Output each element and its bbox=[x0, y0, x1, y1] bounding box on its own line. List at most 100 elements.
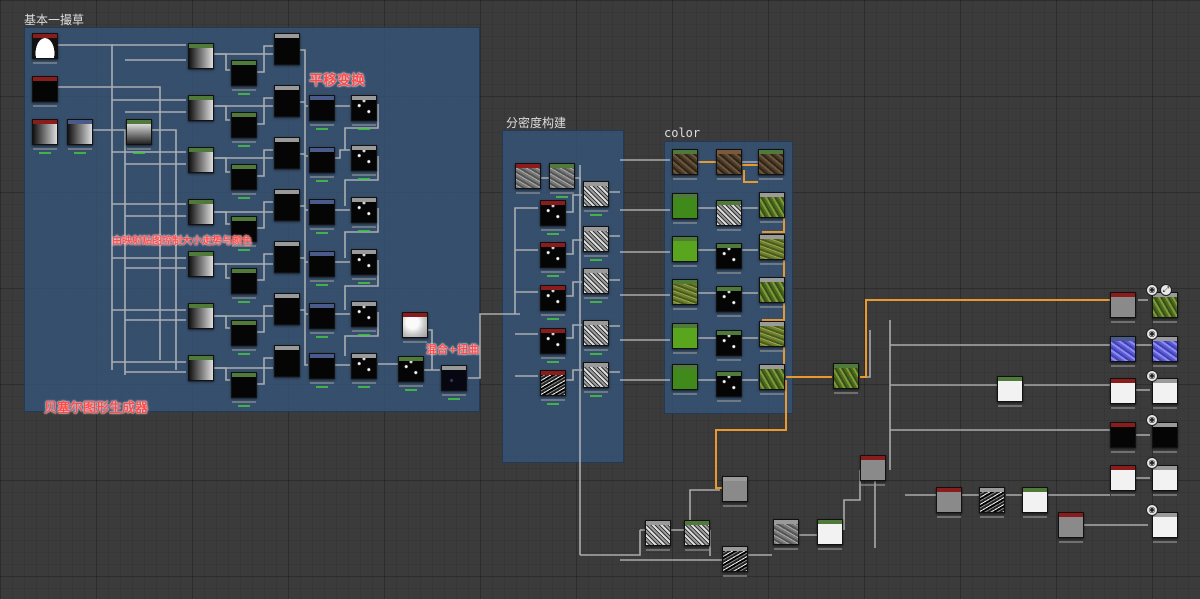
node-blade-shape[interactable] bbox=[231, 60, 257, 95]
node-roughness-source[interactable] bbox=[1110, 378, 1136, 409]
node-blade-shape[interactable] bbox=[231, 112, 257, 147]
node-output-input[interactable] bbox=[1110, 292, 1136, 323]
node-color-blend[interactable] bbox=[759, 192, 785, 223]
node-transform[interactable] bbox=[309, 95, 335, 130]
node-transform[interactable] bbox=[309, 353, 335, 388]
node-color-grass[interactable] bbox=[672, 323, 698, 354]
node-density-blend[interactable] bbox=[583, 268, 609, 303]
node-blend[interactable] bbox=[351, 95, 377, 130]
node-color-dirt[interactable] bbox=[672, 149, 698, 180]
node-noise-b[interactable] bbox=[684, 520, 710, 551]
node-density-mask[interactable] bbox=[540, 242, 566, 277]
node-blend-final[interactable] bbox=[398, 356, 424, 391]
node-grass-mask[interactable] bbox=[722, 476, 748, 507]
node-warp[interactable] bbox=[441, 365, 467, 400]
node-final-color[interactable] bbox=[833, 363, 859, 394]
node-transform[interactable] bbox=[309, 251, 335, 286]
node-height-source[interactable] bbox=[1110, 465, 1136, 496]
node-transform[interactable] bbox=[309, 147, 335, 182]
node-gradient-blend[interactable] bbox=[126, 119, 152, 154]
node-gradient-transform[interactable] bbox=[67, 119, 93, 154]
node-bezier-curve[interactable] bbox=[274, 189, 300, 221]
node-height-noise[interactable] bbox=[979, 487, 1005, 518]
node-gradient-source[interactable] bbox=[32, 119, 58, 154]
node-blade-shape[interactable] bbox=[231, 216, 257, 251]
node-bezier-curve[interactable] bbox=[274, 33, 300, 65]
node-height-blend[interactable] bbox=[936, 487, 962, 518]
node-input-mask[interactable] bbox=[32, 76, 58, 107]
node-blade-shape[interactable] bbox=[231, 372, 257, 407]
node-output-roughness[interactable] bbox=[1152, 378, 1178, 409]
node-blade-gradient[interactable] bbox=[188, 95, 214, 121]
node-noise-blend[interactable] bbox=[722, 546, 748, 577]
node-warp-noise[interactable] bbox=[402, 312, 428, 343]
node-color-dirt[interactable] bbox=[758, 149, 784, 180]
node-color-grass[interactable] bbox=[672, 279, 698, 310]
node-output-metallic[interactable] bbox=[1152, 422, 1178, 453]
node-color-blend[interactable] bbox=[759, 234, 785, 265]
preview-icon[interactable]: ◉ bbox=[1146, 370, 1158, 382]
node-transform[interactable] bbox=[309, 303, 335, 338]
node-color-grass[interactable] bbox=[672, 236, 698, 267]
node-blend[interactable] bbox=[351, 197, 377, 232]
node-metallic-source[interactable] bbox=[1110, 422, 1136, 453]
node-blade-gradient[interactable] bbox=[188, 355, 214, 381]
node-density-blur[interactable] bbox=[549, 163, 575, 198]
node-color-blend[interactable] bbox=[759, 364, 785, 395]
node-color-mask[interactable] bbox=[716, 243, 742, 274]
node-density-source[interactable] bbox=[515, 163, 541, 194]
node-color-mask[interactable] bbox=[716, 371, 742, 402]
node-color-blend[interactable] bbox=[759, 321, 785, 352]
node-color-blend[interactable] bbox=[759, 277, 785, 308]
preview-icon[interactable]: ◉ bbox=[1146, 328, 1158, 340]
node-blade-gradient[interactable] bbox=[188, 43, 214, 69]
node-density-mask[interactable] bbox=[540, 200, 566, 235]
node-bezier-curve[interactable] bbox=[274, 241, 300, 273]
node-levels[interactable] bbox=[817, 519, 843, 550]
node-blend[interactable] bbox=[351, 145, 377, 180]
node-bezier-curve[interactable] bbox=[274, 293, 300, 325]
node-invert[interactable] bbox=[997, 376, 1023, 407]
node-color-dirt[interactable] bbox=[716, 149, 742, 180]
preview-icon[interactable]: ◉ bbox=[1146, 284, 1158, 296]
node-color-grass[interactable] bbox=[672, 193, 698, 224]
node-density-blend[interactable] bbox=[583, 226, 609, 261]
node-bezier-curve[interactable] bbox=[274, 137, 300, 169]
node-blade-gradient[interactable] bbox=[188, 251, 214, 277]
node-ao-source[interactable] bbox=[1058, 512, 1084, 543]
node-blend[interactable] bbox=[351, 353, 377, 388]
node-density-blend[interactable] bbox=[583, 320, 609, 355]
node-color-mask[interactable] bbox=[716, 200, 742, 231]
preview-icon[interactable]: ◉ bbox=[1146, 504, 1158, 516]
node-normal[interactable] bbox=[1110, 336, 1136, 367]
node-color-grass[interactable] bbox=[672, 364, 698, 395]
node-height-level[interactable] bbox=[1022, 487, 1048, 518]
node-color-mask[interactable] bbox=[716, 286, 742, 317]
node-shape-source[interactable] bbox=[32, 33, 58, 64]
node-output-ao[interactable] bbox=[1152, 512, 1178, 543]
node-bezier-curve[interactable] bbox=[274, 85, 300, 117]
node-noise-a[interactable] bbox=[645, 520, 671, 551]
node-transform[interactable] bbox=[309, 199, 335, 234]
node-output-normal[interactable] bbox=[1152, 336, 1178, 367]
maximize-icon[interactable]: ⤢ bbox=[1160, 284, 1172, 296]
node-blade-gradient[interactable] bbox=[188, 199, 214, 225]
node-blend[interactable] bbox=[351, 249, 377, 284]
node-height-mix[interactable] bbox=[860, 455, 886, 486]
node-density-mask[interactable] bbox=[540, 370, 566, 405]
node-blade-shape[interactable] bbox=[231, 320, 257, 355]
node-density-mask[interactable] bbox=[540, 285, 566, 320]
node-bezier-curve[interactable] bbox=[274, 345, 300, 377]
node-color-mask[interactable] bbox=[716, 330, 742, 361]
node-output-height[interactable] bbox=[1152, 465, 1178, 496]
node-blend[interactable] bbox=[351, 301, 377, 336]
node-blade-gradient[interactable] bbox=[188, 303, 214, 329]
node-density-blend[interactable] bbox=[583, 362, 609, 397]
node-blur[interactable] bbox=[773, 519, 799, 550]
node-blade-gradient[interactable] bbox=[188, 147, 214, 173]
node-blade-shape[interactable] bbox=[231, 268, 257, 303]
node-density-mask[interactable] bbox=[540, 328, 566, 363]
preview-icon[interactable]: ◉ bbox=[1146, 414, 1158, 426]
node-blade-shape[interactable] bbox=[231, 164, 257, 199]
